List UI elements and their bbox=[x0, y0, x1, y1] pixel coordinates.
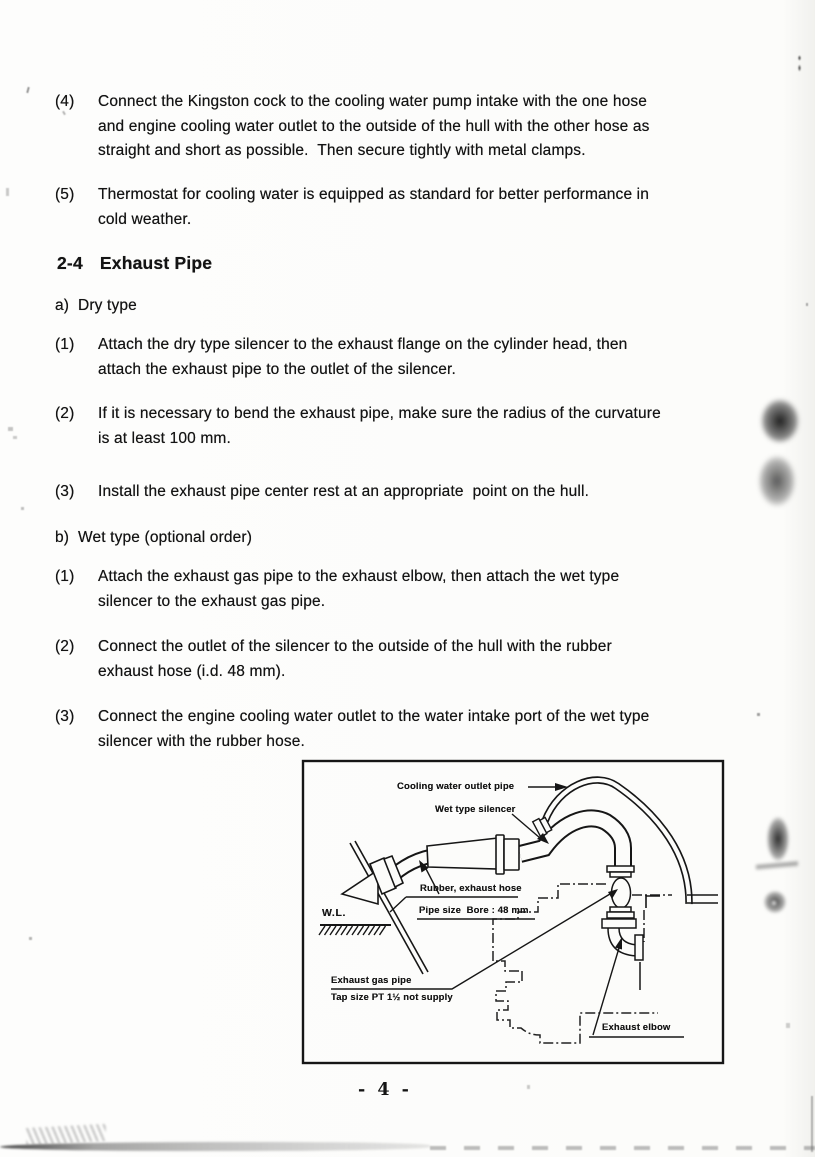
elbow-assembly bbox=[601, 865, 644, 990]
scan-scribble bbox=[25, 1123, 107, 1146]
list-item: (1) Attach the exhaust gas pipe to the ex… bbox=[55, 565, 750, 614]
ink-blot bbox=[756, 806, 798, 924]
diagram-border bbox=[301, 759, 725, 1065]
arrows bbox=[419, 783, 622, 950]
hull-lines bbox=[349, 840, 429, 975]
item-number: (5) bbox=[55, 186, 75, 203]
list-item: (3) Connect the engine cooling water outl… bbox=[55, 705, 750, 754]
label-cooling-water-outlet-pipe: Cooling water outlet pipe bbox=[397, 781, 515, 792]
item-number: (2) bbox=[55, 638, 75, 655]
list-item: (3) Install the exhaust pipe center rest … bbox=[55, 480, 750, 505]
item-text: Install the exhaust pipe center rest at … bbox=[98, 483, 590, 500]
gas-pipe-arrow bbox=[608, 889, 618, 899]
hose-end-lines bbox=[645, 894, 718, 908]
scan-speck bbox=[786, 1023, 790, 1028]
list-item: (1) Attach the dry type silencer to the e… bbox=[55, 333, 750, 382]
item-text: If it is necessary to bend the exhaust p… bbox=[98, 405, 661, 447]
scan-speck bbox=[527, 1085, 530, 1089]
item-text: Connect the Kingston cock to the cooling… bbox=[98, 93, 650, 159]
scan-crease bbox=[811, 1096, 813, 1152]
list-item: (2) If it is necessary to bend the exhaus… bbox=[55, 402, 750, 451]
scan-smear bbox=[430, 1146, 815, 1150]
item-number: (1) bbox=[55, 336, 75, 353]
scan-speck bbox=[13, 436, 17, 439]
label-wet-type-silencer: Wet type silencer bbox=[435, 804, 516, 815]
label-tap-size: Tap size PT 1½ not supply bbox=[331, 992, 453, 1003]
list-item: (5) Thermostat for cooling water is equip… bbox=[55, 183, 750, 232]
section-heading: 2-4 Exhaust Pipe bbox=[57, 253, 212, 274]
scan-speck bbox=[8, 427, 13, 431]
rubber-hose-arrow bbox=[419, 860, 429, 873]
ink-blot bbox=[750, 393, 806, 513]
subheading-dry-type: a) Dry type bbox=[55, 297, 137, 314]
item-number: (4) bbox=[55, 93, 75, 110]
list-item: (2) Connect the outlet of the silencer to… bbox=[55, 635, 750, 684]
leader-lines bbox=[331, 786, 684, 1038]
page-number: - 4 - bbox=[358, 1080, 412, 1100]
scan-speck bbox=[26, 86, 30, 94]
scan-speck bbox=[806, 303, 808, 306]
subheading-wet-type: b) Wet type (optional order) bbox=[55, 529, 253, 546]
engine-outline-dashdot bbox=[492, 883, 672, 1044]
scan-smear bbox=[0, 1142, 430, 1151]
scan-speck bbox=[21, 507, 24, 510]
scan-speck bbox=[29, 937, 32, 940]
cooling-hose bbox=[541, 776, 693, 905]
item-text: Connect the engine cooling water outlet … bbox=[98, 708, 650, 750]
exhaust-pipe-hook bbox=[517, 809, 632, 870]
silencer-body bbox=[426, 834, 520, 875]
cooling-arrow bbox=[555, 783, 568, 791]
waterline bbox=[318, 924, 391, 936]
item-number: (1) bbox=[55, 568, 75, 585]
label-exhaust-elbow: Exhaust elbow bbox=[602, 1022, 671, 1033]
section-number: 2-4 bbox=[57, 253, 83, 273]
silencer-arrow bbox=[537, 833, 549, 844]
label-waterline: W.L. bbox=[322, 907, 346, 919]
scan-speck bbox=[757, 713, 760, 716]
item-text: Connect the outlet of the silencer to th… bbox=[98, 638, 612, 680]
list-item: (4) Connect the Kingston cock to the cool… bbox=[55, 90, 750, 164]
silencer-flange bbox=[495, 834, 505, 875]
label-exhaust-gas-pipe: Exhaust gas pipe bbox=[331, 975, 412, 986]
item-number: (3) bbox=[55, 708, 75, 725]
item-text: Attach the dry type silencer to the exha… bbox=[98, 336, 628, 378]
elbow-arrow bbox=[615, 937, 622, 950]
exhaust-diagram: Cooling water outlet pipe Wet type silen… bbox=[300, 758, 726, 1066]
label-rubber-exhaust-hose: Rubber, exhaust hose bbox=[420, 883, 522, 894]
scan-speck bbox=[6, 188, 9, 196]
item-number: (3) bbox=[55, 483, 75, 500]
item-number: (2) bbox=[55, 405, 75, 422]
through-hull-fitting bbox=[340, 854, 405, 906]
section-title: Exhaust Pipe bbox=[99, 253, 213, 273]
item-text: Thermostat for cooling water is equipped… bbox=[98, 186, 650, 228]
label-pipe-size: Pipe size Bore : 48 mm bbox=[419, 905, 529, 916]
item-text: Attach the exhaust gas pipe to the exhau… bbox=[98, 568, 620, 610]
silencer-flange bbox=[503, 838, 520, 871]
diagram-drawing bbox=[301, 759, 725, 1065]
scan-speck bbox=[797, 54, 802, 73]
